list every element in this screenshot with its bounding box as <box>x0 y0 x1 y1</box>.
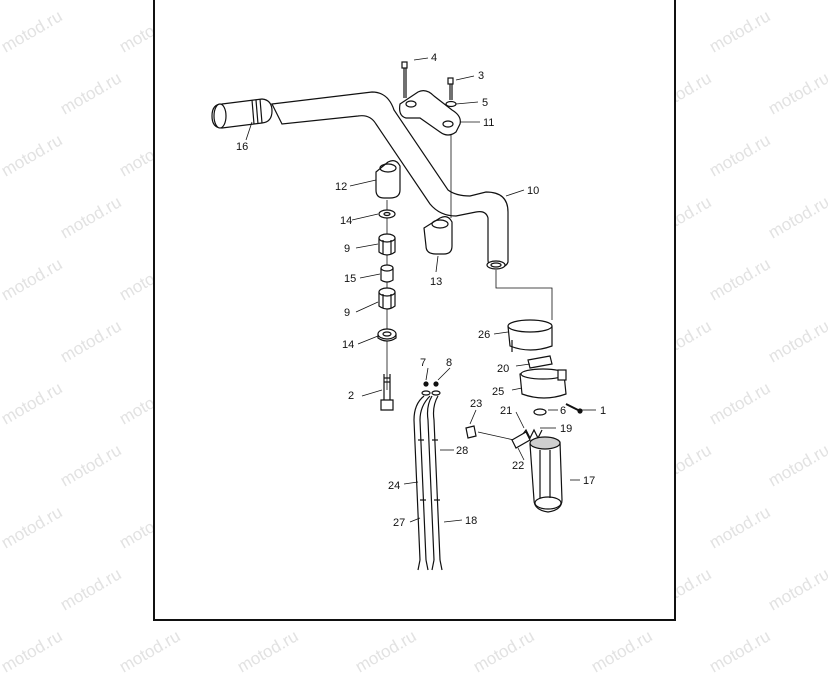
callout-16: 16 <box>236 141 248 153</box>
callout-23: 23 <box>470 398 482 410</box>
callout-13: 13 <box>430 276 442 288</box>
callout-numbers: 1 2 3 4 5 6 7 8 9 9 10 11 12 13 14 14 15… <box>236 52 606 529</box>
housing-part-26 <box>507 319 553 352</box>
watermark-text: motod.ru <box>0 626 66 677</box>
callout-18: 18 <box>465 515 477 527</box>
adjuster-part-22 <box>511 431 531 449</box>
bolt-part-4 <box>401 61 408 98</box>
watermark-text: motod.ru <box>824 626 828 677</box>
callout-9-bottom: 9 <box>344 307 350 319</box>
callout-2: 2 <box>348 390 354 402</box>
callout-24: 24 <box>388 480 400 492</box>
callout-22: 22 <box>512 460 524 472</box>
callout-25: 25 <box>492 386 504 398</box>
bolt-part-3 <box>447 77 454 100</box>
right-grip-part-17 <box>529 436 563 513</box>
spring-part-19 <box>519 428 543 440</box>
screw-part-1 <box>565 403 583 414</box>
watermark-text: motod.ru <box>352 626 420 677</box>
washer-part-14-bottom <box>377 328 397 342</box>
watermark-text: motod.ru <box>234 626 302 677</box>
callout-15: 15 <box>344 273 356 285</box>
bushing-part-9-top <box>378 233 396 256</box>
washer-part-14-top <box>378 209 396 219</box>
watermark-text: motod.ru <box>116 626 184 677</box>
callout-19: 19 <box>560 423 572 435</box>
callout-7: 7 <box>420 357 426 369</box>
callout-5: 5 <box>482 97 488 109</box>
riser-part-13 <box>423 216 453 255</box>
callout-9-top: 9 <box>344 243 350 255</box>
riser-part-12 <box>375 160 401 199</box>
callout-28: 28 <box>456 445 468 457</box>
callout-8: 8 <box>446 357 452 369</box>
callout-17: 17 <box>583 475 595 487</box>
callout-11: 11 <box>483 117 494 129</box>
callout-21: 21 <box>500 405 512 417</box>
leader-line-10-26 <box>495 270 553 320</box>
callout-26: 26 <box>478 329 490 341</box>
handlebar-part-10 <box>271 91 509 270</box>
ferrule-part-20 <box>527 355 553 369</box>
upper-clamp-part-11 <box>399 90 461 136</box>
watermark-text: motod.ru <box>588 626 656 677</box>
callout-20: 20 <box>497 363 509 375</box>
callout-10: 10 <box>527 185 539 197</box>
spacer-part-15 <box>380 264 394 283</box>
handlebar-exploded-diagram: 1 2 3 4 5 6 7 8 9 9 10 11 12 13 14 14 15… <box>211 52 606 571</box>
leader-line-23 <box>477 431 515 441</box>
callout-3: 3 <box>478 70 484 82</box>
bolt-part-2 <box>380 374 394 411</box>
washer-part-5 <box>445 100 457 108</box>
throttle-cables-24-27-18-28 <box>413 390 443 571</box>
left-grip-part-16 <box>211 98 273 129</box>
screw-part-6 <box>533 408 547 416</box>
callout-14-bottom: 14 <box>342 339 354 351</box>
callout-14-top: 14 <box>340 215 352 227</box>
clips-part-7-8 <box>423 381 439 387</box>
callout-12: 12 <box>335 181 347 193</box>
callout-leaders <box>245 57 596 523</box>
callout-27: 27 <box>393 517 405 529</box>
housing-part-25 <box>519 368 567 399</box>
callout-1: 1 <box>600 405 606 417</box>
callout-4: 4 <box>431 52 437 64</box>
bushing-part-9-bottom <box>378 287 396 310</box>
watermark-text: motod.ru <box>706 626 774 677</box>
nut-part-23 <box>465 425 477 439</box>
callout-6: 6 <box>560 405 566 417</box>
watermark-text: motod.ru <box>470 626 538 677</box>
